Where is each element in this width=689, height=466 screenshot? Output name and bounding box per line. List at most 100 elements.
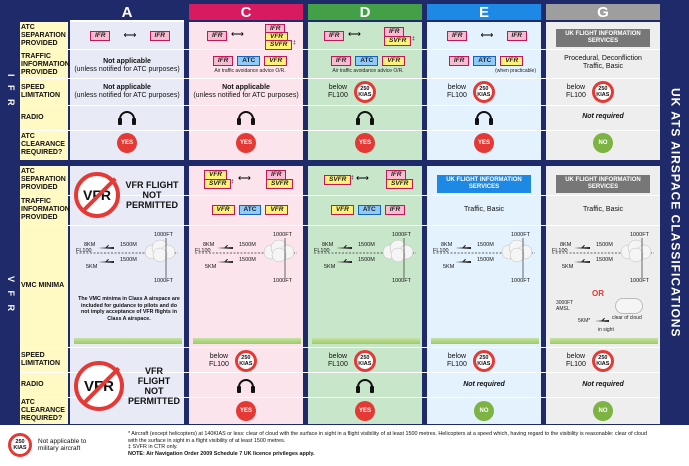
- vfr-section-label: V F R: [6, 275, 16, 314]
- fl100-text: FL100: [328, 361, 348, 368]
- col-c-letter: C: [240, 3, 252, 21]
- side-title-bar: UK ATS AIRSPACE CLASSIFICATIONS: [662, 0, 689, 425]
- arrow-icon: ⟷: [238, 173, 251, 183]
- m1500-label: 1500M: [477, 257, 494, 263]
- ifr-section-bar: I F R: [4, 22, 18, 160]
- speed-value: 250: [360, 86, 370, 92]
- atc-tag: ATC: [237, 56, 261, 66]
- ifr-tag: IFR: [330, 56, 352, 66]
- ifr-tag: IFR: [506, 30, 527, 41]
- arrow-icon: ⟷: [231, 29, 244, 39]
- below-text: below: [566, 84, 586, 91]
- no-badge: NO: [474, 401, 494, 421]
- g-vfr-traffic: Traffic, Basic: [582, 206, 624, 213]
- ifr-tag: IFR: [212, 56, 234, 66]
- e-traffic-note: (when practicable): [495, 68, 536, 74]
- d-ifr-traffic: IFR ATC VFR Air traffic avoidance advice…: [318, 56, 418, 74]
- m1500-label: 1500M: [120, 257, 137, 263]
- ft1000-label: 1000FT: [154, 278, 174, 284]
- g-or-text: OR: [592, 289, 604, 298]
- aircraft-icon: [98, 259, 114, 263]
- a-ifr-speed: Not applicable (unless notified for ATC …: [72, 84, 182, 100]
- col-header-d: D: [308, 4, 422, 21]
- yes-badge: YES: [236, 401, 256, 421]
- below-text: below: [447, 353, 467, 360]
- fl100-text: FL100: [328, 92, 348, 99]
- fl100-text: FL100: [566, 361, 586, 368]
- d-ifr-separation: IFR ⟷ IFR SVFR ‡: [322, 27, 415, 47]
- aircraft-icon: [574, 245, 590, 249]
- not-applicable-note: (unless notified for ATC purposes): [193, 92, 299, 99]
- atc-tag: ATC: [473, 56, 497, 66]
- ft1000-label: 1000FT: [154, 232, 174, 238]
- speed-unit: KIAS: [596, 92, 610, 98]
- no-badge: NO: [593, 401, 613, 421]
- m1500-label: 1500M: [358, 242, 375, 248]
- aircraft-icon: [455, 245, 471, 249]
- km5-label: 5KM: [562, 264, 574, 270]
- label-vfr-traffic: TRAFFIC INFORMATION PROVIDED: [21, 198, 70, 221]
- ft1000-label: 1000FT: [273, 232, 293, 238]
- aircraft-icon: [217, 245, 233, 249]
- fl100-text: FL100: [209, 361, 229, 368]
- no-vfr-sign: VFR: [74, 172, 120, 218]
- km8-label: 8KM: [560, 242, 572, 248]
- d-vfr-separation: SVFR ‡ ⟷ IFR SVFR: [322, 170, 418, 194]
- col-header-g: G: [546, 4, 660, 21]
- headset-icon: [237, 379, 255, 393]
- footer-note-2: ‡ SVFR in CTR only.: [128, 444, 178, 451]
- ifr-tag: IFR: [149, 30, 170, 41]
- vfr-tag: VFR: [265, 205, 289, 215]
- d-vfr-traffic: VFR ATC IFR: [318, 205, 418, 215]
- aircraft-icon: [217, 259, 233, 263]
- km5-label: 5KM: [86, 264, 98, 270]
- m1500-label: 1500M: [477, 242, 494, 248]
- a-vfr-not-permitted-top: VFR VFR FLIGHT NOT PERMITTED: [74, 168, 182, 222]
- cloud-icon: [501, 239, 533, 263]
- m1500-label: 1500M: [120, 242, 137, 248]
- svfr-tag: SVFR: [265, 40, 293, 50]
- arrow-icon: ⟷: [348, 29, 361, 39]
- d-traffic-note: Air traffic avoidance advice O/R.: [332, 68, 404, 74]
- vfr-tag: VFR: [211, 205, 235, 215]
- ft1000-label: 1000FT: [273, 278, 293, 284]
- col-header-a: A: [70, 4, 184, 22]
- ft1000-label: 1000FT: [392, 278, 412, 284]
- label-ifr-traffic: TRAFFIC INFORMATION PROVIDED: [21, 52, 70, 76]
- side-title: UK ATS AIRSPACE CLASSIFICATIONS: [668, 87, 683, 338]
- label-vfr-radio: RADIO: [21, 381, 44, 388]
- g-ifr-fis: UK FLIGHT INFORMATION SERVICES: [556, 29, 650, 47]
- yes-badge: YES: [355, 133, 375, 153]
- g-ifr-traffic: Procedural, Deconfliction Traffic, Basic: [564, 55, 642, 70]
- a-vfr-not-permitted-bottom: VFR VFR FLIGHT NOT PERMITTED: [74, 352, 182, 420]
- e-vfr-traffic: Traffic, Basic: [463, 206, 505, 213]
- label-ifr-clearance: ATC CLEARANCE REQUIRED?: [21, 133, 65, 156]
- ifr-tag: IFR: [384, 205, 406, 215]
- below-text: below: [566, 353, 586, 360]
- ddagger-mark: ‡: [412, 36, 415, 42]
- atc-tag: ATC: [238, 205, 262, 215]
- below-text: below: [209, 353, 229, 360]
- aircraft-icon: [595, 318, 609, 322]
- speed-value: 250: [479, 86, 489, 92]
- cloud-icon: [620, 239, 652, 263]
- col-e-letter: E: [478, 3, 489, 21]
- fl100-label: FL100: [195, 248, 211, 254]
- ifr-tag: IFR: [448, 56, 470, 66]
- not-applicable-note: (unless notified for ATC purposes): [74, 66, 180, 73]
